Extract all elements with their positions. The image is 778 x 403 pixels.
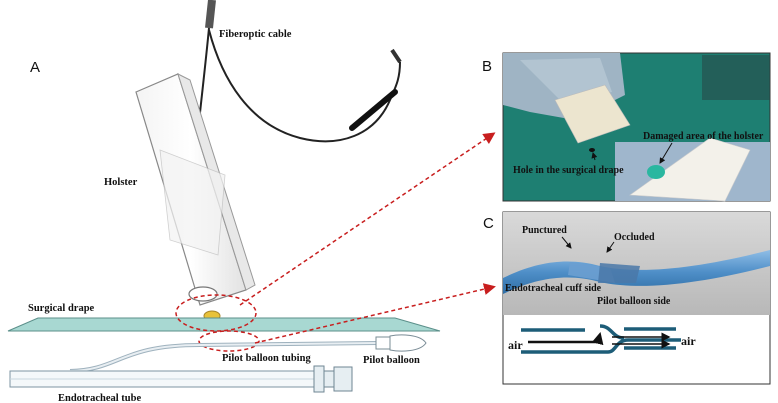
panel-label-a: A [30,59,40,76]
label-cuff-side: Endotracheal cuff side [505,283,602,294]
arrow-to-panel-c [254,283,496,344]
pilot-balloon-tubing [69,341,379,373]
label-pilot-balloon-tubing: Pilot balloon tubing [222,353,311,364]
arrow-to-panel-b [239,132,496,306]
arrow-occluded [606,241,615,253]
label-endotracheal-tube: Endotracheal tube [58,393,141,403]
endotracheal-tube [9,365,353,393]
fiberoptic-cable [194,0,402,161]
label-hole: Hole in the surgical drape [513,165,624,176]
arrow-hole [591,152,598,161]
surgical-drape [7,317,441,332]
label-damaged: Damaged area of the holster [643,131,764,142]
photo-b [502,52,771,202]
label-balloon-side: Pilot balloon side [597,296,671,307]
label-air-right: air [681,334,696,348]
label-occluded: Occluded [614,232,655,243]
panel-label-c: C [483,215,494,232]
arrow-punctured [561,236,572,249]
label-fiberoptic-cable: Fiberoptic cable [219,29,292,40]
label-punctured: Punctured [522,225,567,236]
holster [135,73,256,322]
photo-c [502,211,771,385]
pilot-balloon [375,334,427,352]
highlight-ellipse-holster [175,294,257,332]
arrow-damaged [659,142,673,164]
highlight-ellipse-tubing [198,330,260,352]
label-surgical-drape: Surgical drape [28,303,95,314]
label-pilot-balloon: Pilot balloon [363,355,420,366]
airflow-schematic [521,324,681,354]
label-air-left: air [508,338,523,352]
panel-label-b: B [482,58,492,75]
label-holster: Holster [104,177,138,188]
